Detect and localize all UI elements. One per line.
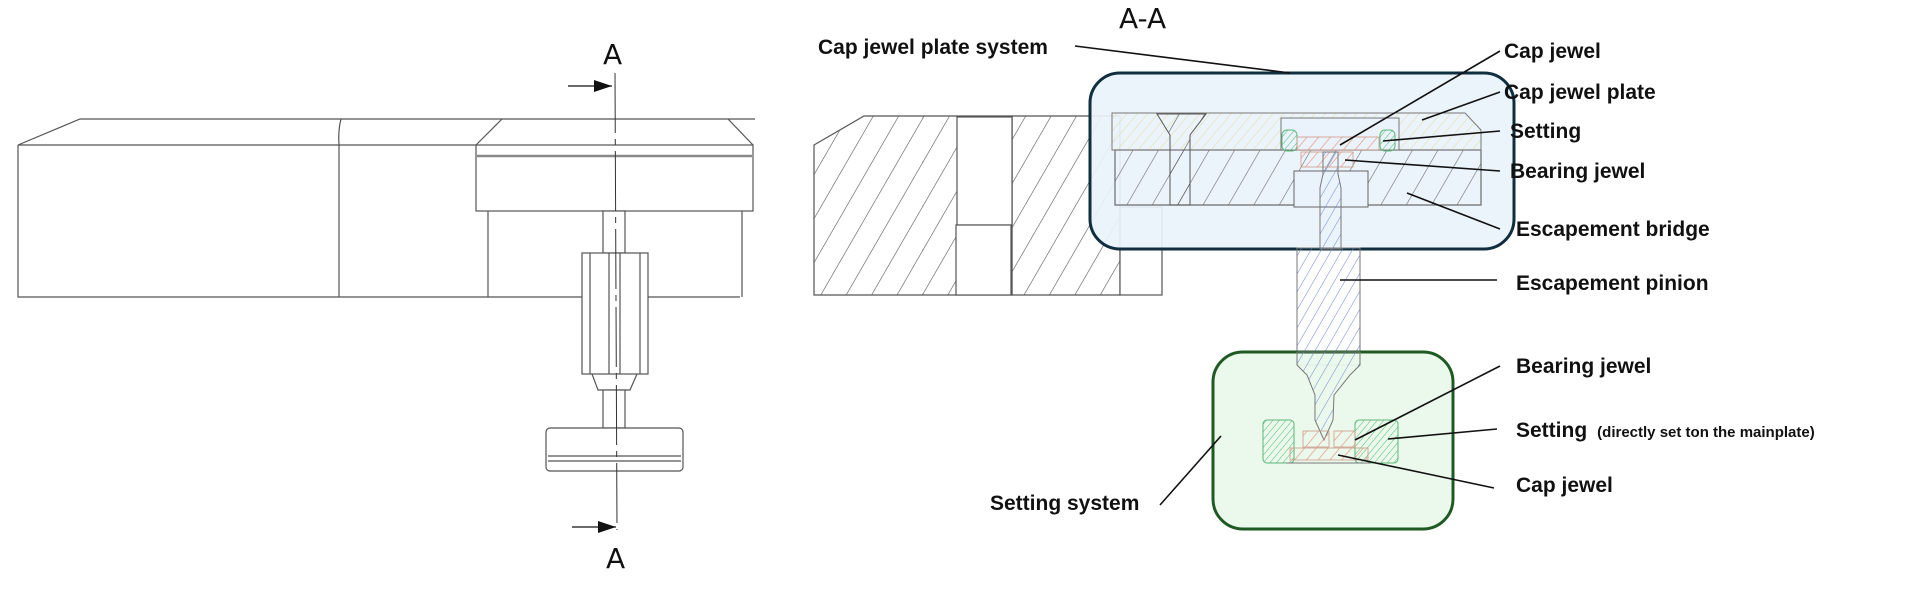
screw-section <box>1156 113 1208 206</box>
leader-bottom-cap-jewel <box>1337 454 1495 489</box>
label-bottom-setting: Setting <box>1516 419 1587 442</box>
label-escapement-bridge: Escapement bridge <box>1516 218 1710 241</box>
leader-escapement-bridge <box>1406 192 1501 230</box>
section-line <box>614 72 618 531</box>
leader-cap-jewel-plate-system <box>1074 45 1291 74</box>
label-top-cap-jewel: Cap jewel <box>1504 40 1601 63</box>
section-view: A-A <box>813 2 1516 531</box>
leader-bottom-setting <box>1387 428 1498 440</box>
top-cap-jewel <box>1296 136 1380 151</box>
arrow-head-bottom-icon <box>598 521 616 533</box>
label-escapement-pinion: Escapement pinion <box>1516 272 1709 295</box>
label-cap-jewel-plate-system: Cap jewel plate system <box>818 36 1048 59</box>
label-top-bearing-jewel: Bearing jewel <box>1510 160 1645 183</box>
plate-divider <box>338 118 342 297</box>
disc-grooves <box>548 455 681 462</box>
label-cap-jewel-plate: Cap jewel plate <box>1504 81 1656 104</box>
mainplate-outline <box>17 118 755 298</box>
escapement-pinion-section <box>1296 247 1361 366</box>
pinion-pivot-disc <box>545 427 684 472</box>
callout-labels: Cap jewel plate system Cap jewel Cap jew… <box>818 36 1815 515</box>
label-bottom-setting-group: Setting (directly set ton the mainplate) <box>1516 419 1815 442</box>
exterior-view: A A <box>17 38 755 575</box>
screw-hole-upper <box>956 116 1013 226</box>
section-marker-top: A <box>603 38 622 71</box>
label-top-setting: Setting <box>1510 120 1581 143</box>
leader-lines <box>1074 45 1501 506</box>
top-setting-left <box>1281 129 1298 152</box>
pinion-chamfer <box>591 373 638 391</box>
leader-top-cap-jewel <box>1339 50 1501 146</box>
leader-cap-jewel-plate <box>1421 91 1501 121</box>
leader-bottom-bearing-jewel <box>1354 365 1501 441</box>
bridge-foot <box>487 211 743 297</box>
label-bottom-setting-note: (directly set ton the mainplate) <box>1597 424 1815 441</box>
label-bottom-cap-jewel: Cap jewel <box>1516 474 1613 497</box>
pinion-leaf-lines <box>589 253 641 374</box>
bottom-bearing-jewel-left <box>1302 430 1330 448</box>
section-title: A-A <box>1119 2 1166 35</box>
pinion-lower-pivot <box>1296 351 1361 442</box>
arrow-head-top-icon <box>594 80 612 92</box>
pinion-arbor-lower <box>602 389 626 429</box>
label-setting-system: Setting system <box>990 492 1139 515</box>
bottom-bearing-jewel-right <box>1333 430 1356 448</box>
bridge-chamfer <box>475 118 754 146</box>
section-marker-bottom: A <box>606 542 625 575</box>
leader-setting-system <box>1159 435 1222 506</box>
pinion-upper-pivot <box>1319 151 1342 250</box>
screw-hole-lower <box>955 224 1012 296</box>
pinion-arbor-upper <box>602 210 626 254</box>
bottom-setting-left <box>1262 419 1295 464</box>
label-bottom-bearing-jewel: Bearing jewel <box>1516 355 1651 378</box>
leader-top-setting <box>1382 130 1501 142</box>
pinion-leaves <box>581 252 649 375</box>
leader-top-bearing-jewel <box>1344 159 1501 172</box>
